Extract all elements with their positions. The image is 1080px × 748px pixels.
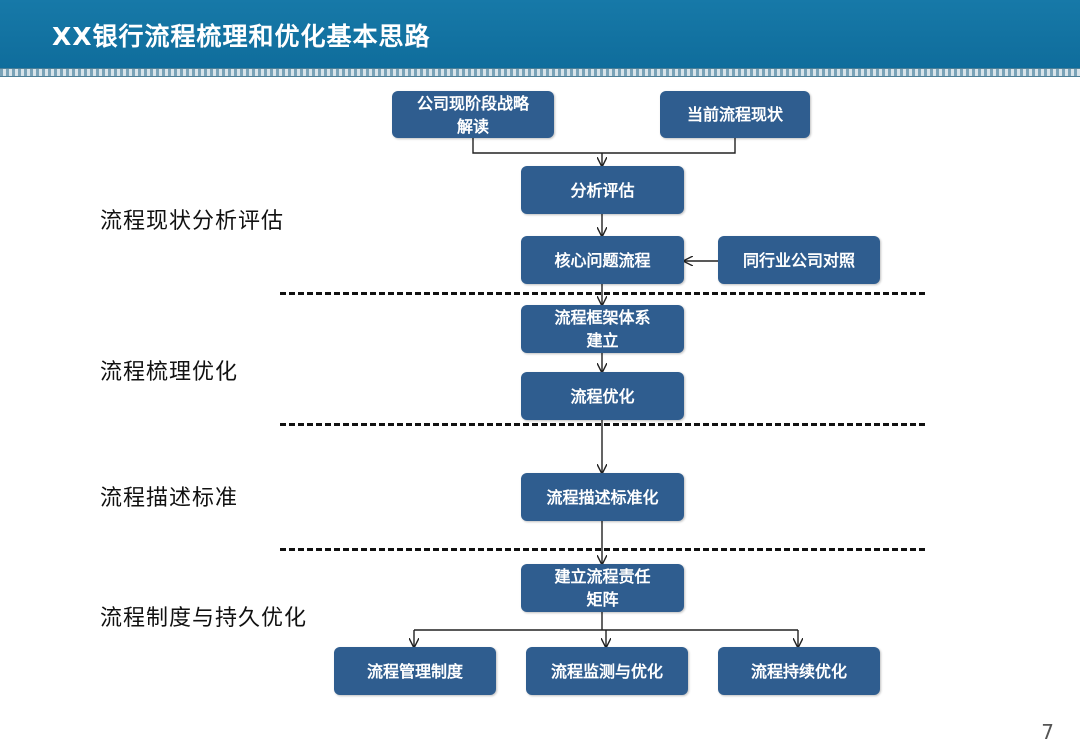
- node-matrix-line1: 建立流程责任: [554, 567, 651, 586]
- node-monitor-label: 流程监测与优化: [550, 661, 663, 681]
- node-peer-label: 同行业公司对照: [742, 250, 855, 270]
- node-standardize: 流程描述标准化: [521, 473, 684, 521]
- phase-label-institution: 流程制度与持久优化: [100, 606, 308, 631]
- page-number: 7: [1041, 720, 1054, 744]
- node-analysis: 分析评估: [521, 166, 684, 214]
- node-core: 核心问题流程: [521, 236, 684, 284]
- node-standardize-label: 流程描述标准化: [546, 487, 659, 507]
- node-current-label: 当前流程现状: [686, 105, 783, 124]
- node-current: 当前流程现状: [660, 91, 810, 138]
- node-continuous: 流程持续优化: [718, 647, 880, 695]
- node-strategy-line2: 解读: [456, 116, 489, 136]
- phase-label-standard: 流程描述标准: [100, 486, 239, 511]
- phase-divider: [280, 292, 925, 295]
- node-management: 流程管理制度: [334, 647, 496, 695]
- node-matrix-line2: 矩阵: [586, 590, 619, 609]
- connector-matrix-split: [414, 612, 798, 631]
- node-framework-line1: 流程框架体系: [554, 308, 651, 327]
- title-bar: XX银行流程梳理和优化基本思路: [0, 0, 1080, 68]
- connector-strategy-merge: [472, 138, 736, 154]
- phase-label-assessment: 流程现状分析评估: [100, 209, 285, 234]
- node-framework: 流程框架体系 建立: [521, 305, 684, 353]
- node-analysis-label: 分析评估: [570, 180, 635, 200]
- node-continuous-label: 流程持续优化: [750, 661, 847, 681]
- node-monitor: 流程监测与优化: [526, 647, 688, 695]
- title-decorative-border: [0, 68, 1080, 77]
- node-optimize: 流程优化: [521, 372, 684, 420]
- node-optimize-label: 流程优化: [570, 386, 635, 406]
- node-framework-line2: 建立: [586, 331, 619, 350]
- node-peer: 同行业公司对照: [718, 236, 880, 284]
- slide-title: XX银行流程梳理和优化基本思路: [52, 22, 431, 51]
- node-matrix: 建立流程责任 矩阵: [521, 564, 684, 612]
- node-core-label: 核心问题流程: [554, 250, 651, 270]
- node-management-label: 流程管理制度: [366, 661, 463, 681]
- phase-label-optimization: 流程梳理优化: [100, 360, 239, 385]
- node-strategy: 公司现阶段战略 解读: [392, 91, 554, 138]
- node-strategy-line1: 公司现阶段战略: [416, 93, 529, 113]
- phase-divider: [280, 423, 925, 426]
- phase-divider: [280, 548, 925, 551]
